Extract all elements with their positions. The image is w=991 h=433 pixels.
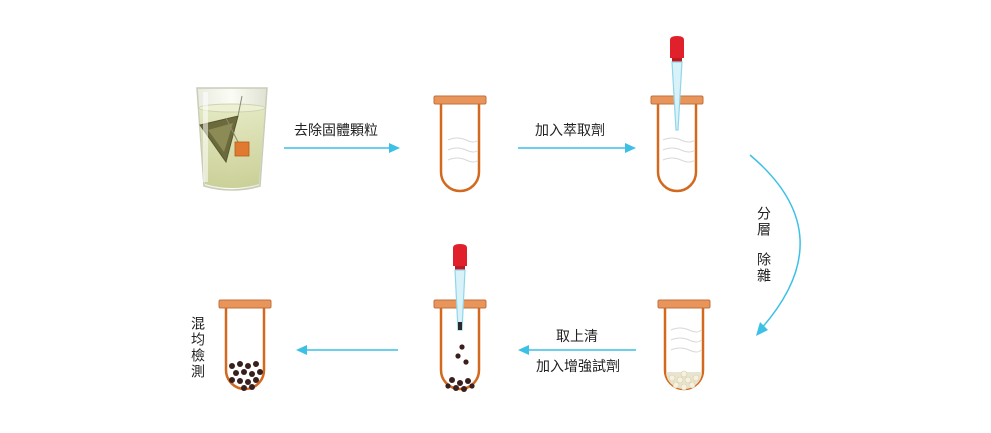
arrow-step-3-curve bbox=[749, 154, 801, 336]
arrow-step-4 bbox=[518, 345, 636, 355]
label-take-supernatant: 取上清 bbox=[556, 329, 598, 345]
label-mix-detect: 混均檢測 bbox=[189, 316, 205, 380]
label-remove-impurities: 除雜 bbox=[755, 252, 771, 284]
test-tube-mixed bbox=[218, 299, 272, 391]
label-layer-separate: 分層 bbox=[755, 206, 771, 238]
label-add-extractant: 加入萃取劑 bbox=[535, 123, 605, 139]
dropper-icon-1 bbox=[670, 36, 684, 131]
test-tube-extract bbox=[650, 95, 704, 193]
tea-glass-icon bbox=[196, 87, 268, 191]
label-add-enhancer: 加入增強試劑 bbox=[536, 359, 620, 375]
test-tube-layered bbox=[657, 299, 711, 391]
arrow-step-5 bbox=[296, 345, 398, 355]
dropper-icon-2 bbox=[453, 244, 467, 331]
arrow-step-2 bbox=[518, 143, 636, 153]
test-tube-filtrate bbox=[433, 95, 487, 193]
label-remove-solids: 去除固體顆粒 bbox=[294, 123, 378, 139]
arrow-step-1 bbox=[284, 143, 400, 153]
